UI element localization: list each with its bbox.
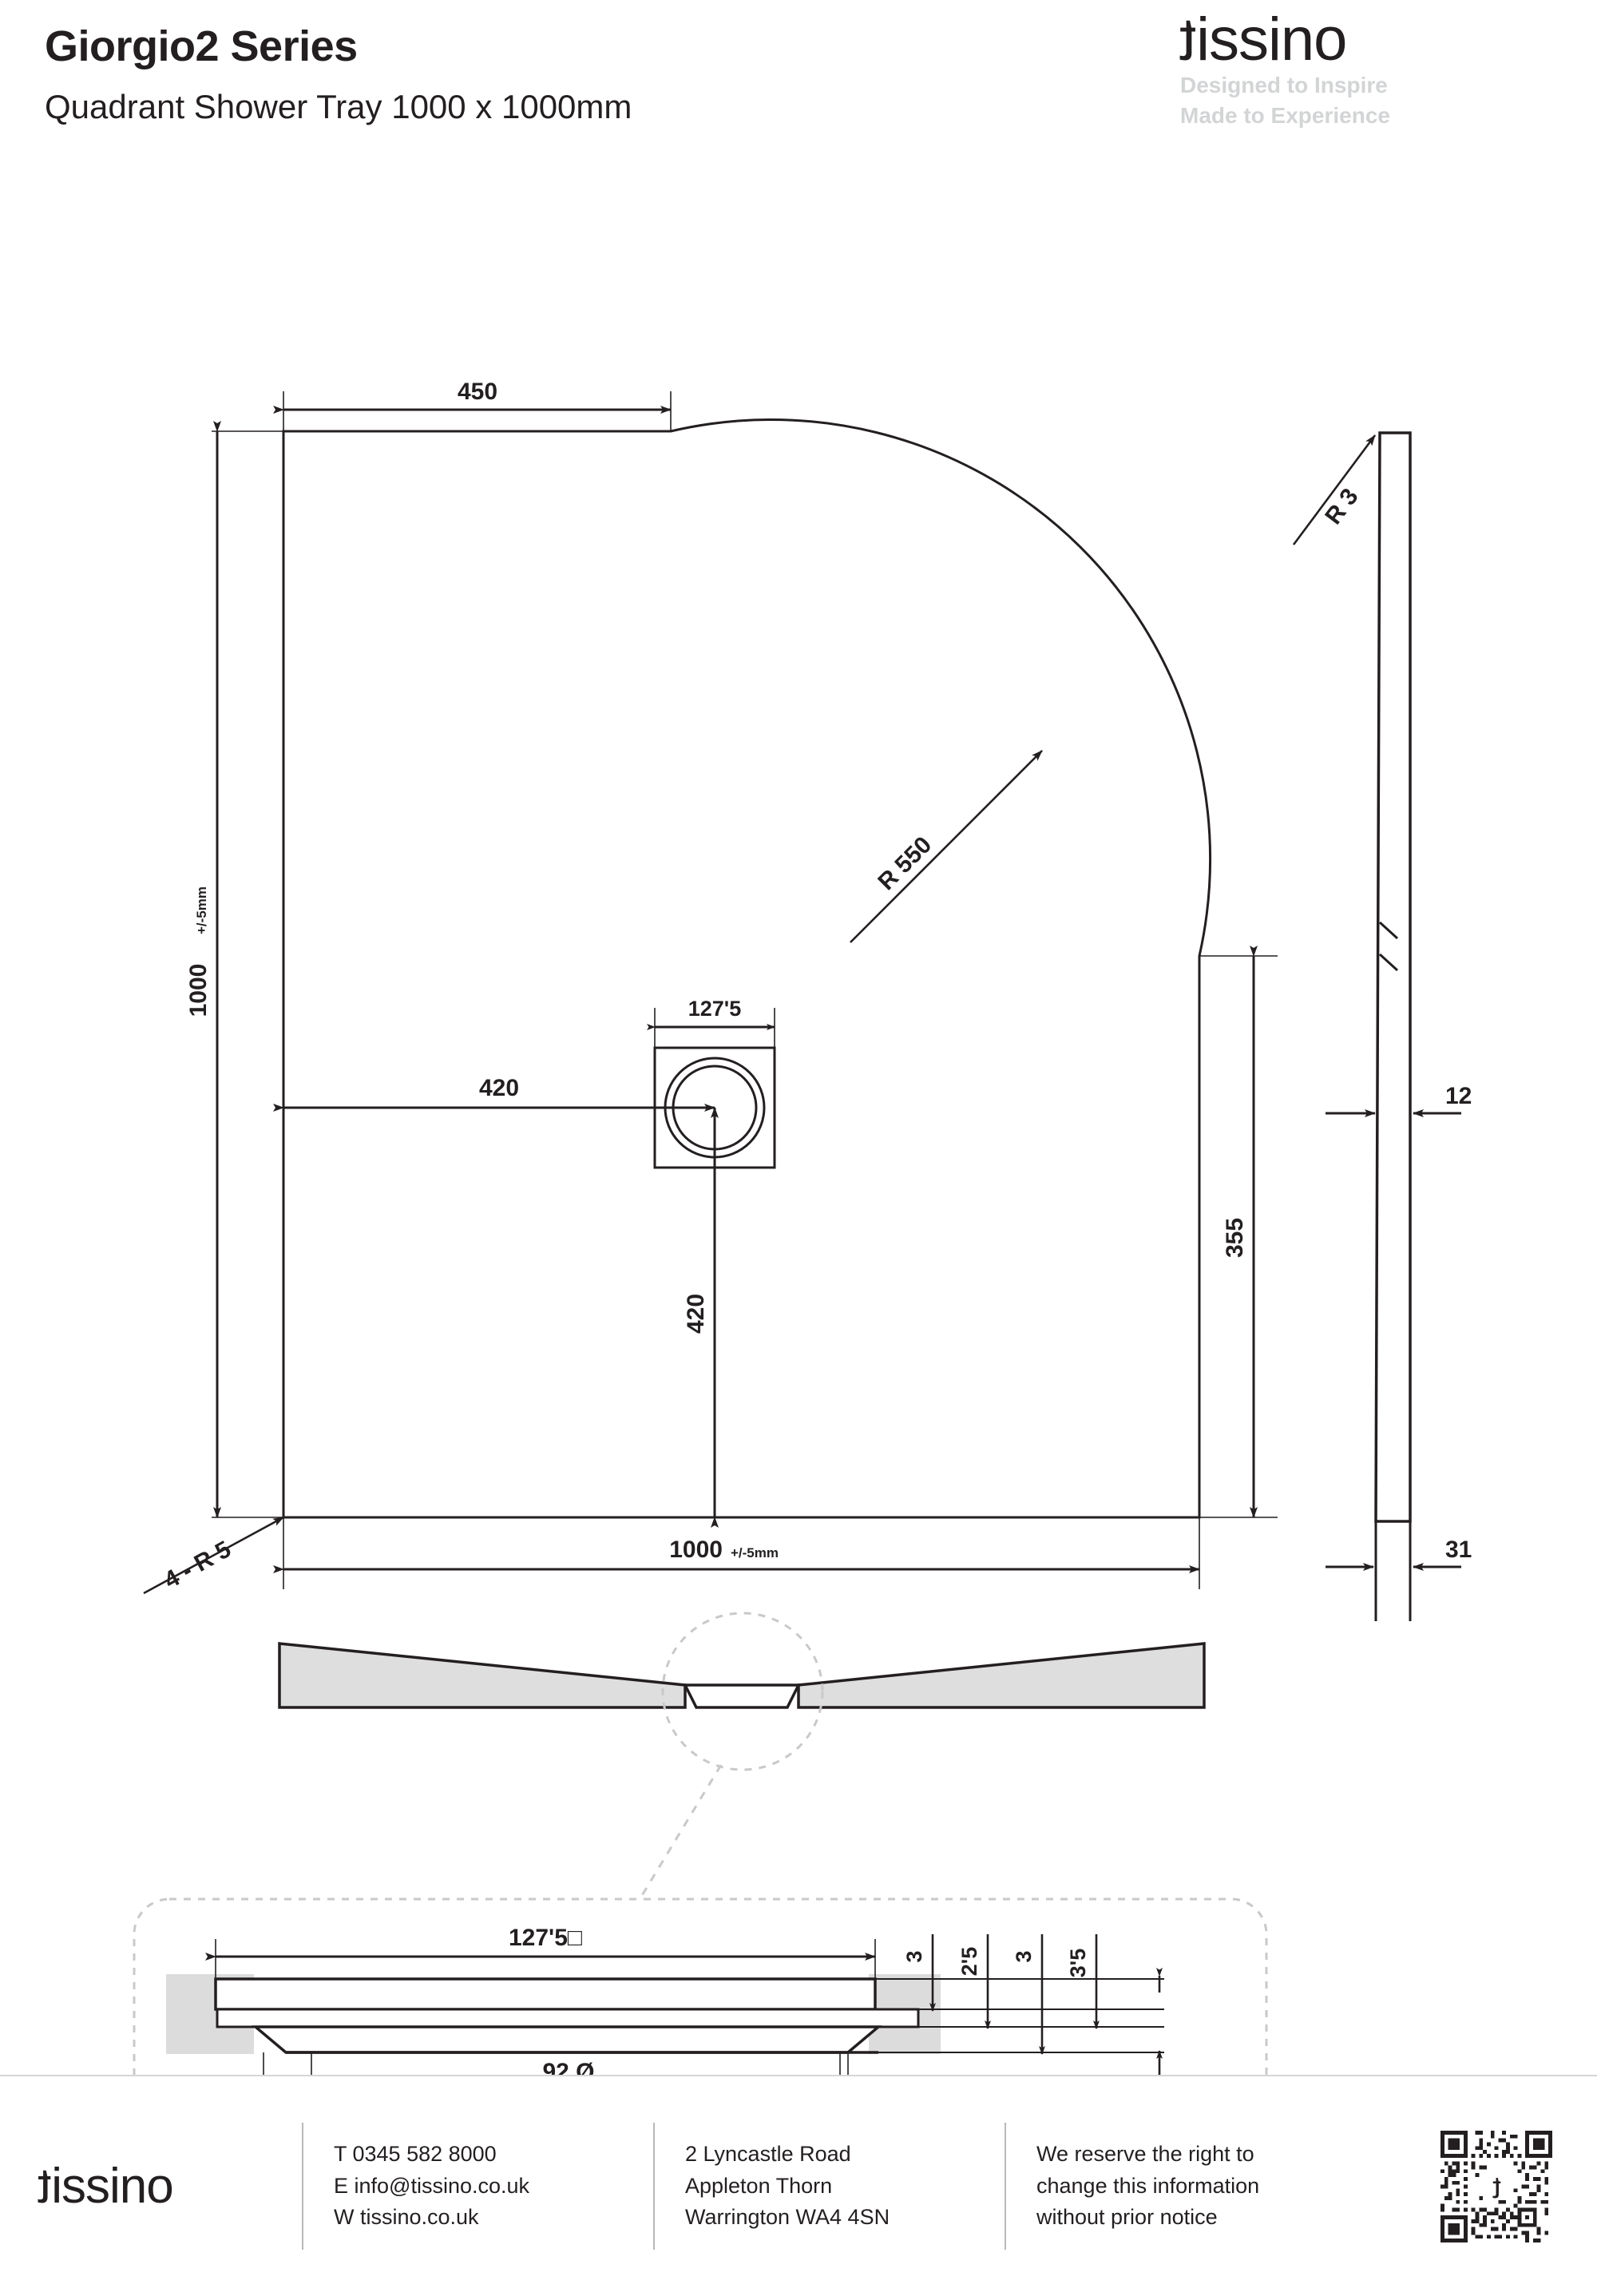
dim-31-base-label: 31 — [1445, 1537, 1472, 1563]
section-body — [1374, 431, 1412, 1523]
dim-450-label: 450 — [458, 379, 497, 405]
dim-width-1000: 1000 +/-5mm — [273, 1537, 1200, 1573]
dim-grate-127-5-label: 127'5□ — [509, 1925, 583, 1951]
footer-notice-line-2: change this information — [1036, 2173, 1260, 2198]
detail-bubble-circle — [661, 1612, 824, 1771]
profile-right-wedge — [797, 1642, 1206, 1709]
footer-contact-block: T 0345 582 8000 E info@tissino.co.uk W t… — [303, 2139, 653, 2233]
tissino-logo: tissino — [1180, 6, 1555, 73]
profile-section-view — [278, 1612, 1206, 1901]
detail-grate-plate — [214, 1977, 877, 2011]
detail-reference-lines — [875, 1978, 1164, 2053]
tagline-line-1: Designed to Inspire — [1180, 73, 1388, 97]
footer-email[interactable]: E info@tissino.co.uk — [334, 2173, 530, 2198]
dim-450: 450 — [273, 379, 672, 414]
dim-thickness-stack: 3 2'5 3 3'5 12 — [902, 1934, 1163, 2076]
plan-extension-lines — [212, 391, 1278, 1589]
footer-notice-line-3: without prior notice — [1036, 2205, 1218, 2230]
logo-flipped-t: t — [1180, 6, 1197, 73]
dim-height-1000: 1000 +/-5mm — [185, 421, 221, 1518]
tray-outline — [282, 418, 1212, 1519]
dim-12-thickness-label: 12 — [1445, 1083, 1472, 1109]
dim-grate-thickness-label: 3 — [902, 1950, 926, 1962]
section-base-extension — [1374, 1521, 1412, 1621]
tagline-line-2: Made to Experience — [1180, 102, 1390, 128]
dim-bore-92-label: 92 Ø — [542, 2059, 594, 2076]
dim-420-horizontal-label: 420 — [479, 1075, 519, 1101]
detail-view: 127'5□ 92 Ø 115'5Ø — [133, 1897, 1268, 2076]
dim-body-thickness-label: 3'5 — [1066, 1949, 1090, 1977]
dim-355-label: 355 — [1222, 1218, 1248, 1258]
dim-height-1000-label: 1000 — [185, 964, 212, 1017]
brand-block: tissino Designed to Inspire Made to Expe… — [1180, 6, 1555, 131]
page-subtitle: Quadrant Shower Tray 1000 x 1000mm — [45, 87, 632, 125]
dim-420-horizontal: 420 — [273, 1075, 715, 1112]
footer-address-block: 2 Lyncastle Road Appleton Thorn Warringt… — [655, 2139, 1005, 2233]
plan-view: 450 1000 +/-5mm 1000 +/-5mm R 550 — [143, 379, 1278, 1595]
technical-drawing: 450 1000 +/-5mm 1000 +/-5mm R 550 — [0, 200, 1597, 2076]
dim-r3-label: R 3 — [1320, 484, 1363, 529]
dim-r550-label: R 550 — [873, 831, 937, 895]
dim-waste-127-5-label: 127'5 — [688, 997, 742, 1021]
footer-divider-3 — [1005, 2123, 1006, 2250]
footer-tissino-logo: tissino — [38, 2158, 302, 2214]
footer-divider-1 — [302, 2123, 303, 2250]
dim-seal-thickness-label: 2'5 — [957, 1947, 981, 1976]
dim-bore-92: 92 Ø — [311, 2052, 849, 2076]
footer-address-line-3: Warrington WA4 4SN — [685, 2205, 890, 2230]
footer-logo-flipped-t: t — [38, 2158, 52, 2214]
title-block: Giorgio2 Series Quadrant Shower Tray 100… — [45, 24, 632, 125]
dim-31-base: 31 — [1326, 1537, 1472, 1571]
detail-bubble-leader — [637, 1764, 723, 1901]
footer-address-line-2: Appleton Thorn — [685, 2173, 833, 2198]
detail-flange — [252, 2025, 882, 2054]
dim-waste-127-5: 127'5 — [647, 997, 775, 1048]
dim-4r5: 4 - R 5 — [143, 1516, 284, 1595]
footer-website[interactable]: W tissino.co.uk — [334, 2205, 479, 2230]
profile-left-wedge — [278, 1642, 687, 1709]
dim-420-vertical-label: 420 — [683, 1294, 709, 1334]
qr-code-icon[interactable]: t — [1440, 2130, 1552, 2242]
detail-seal-ring — [216, 2008, 920, 2028]
dim-height-1000-tolerance: +/-5mm — [194, 886, 209, 934]
dim-12-thickness: 12 — [1326, 1083, 1472, 1117]
dim-width-1000-label: 1000 — [669, 1537, 723, 1563]
logo-wordmark-rest: issino — [1196, 6, 1347, 73]
dim-4r5-label: 4 - R 5 — [160, 1536, 236, 1594]
dim-flange-thickness-label: 3 — [1012, 1950, 1036, 1962]
page-footer: tissino T 0345 582 8000 E info@tissino.c… — [0, 2075, 1597, 2296]
dim-grate-127-5: 127'5□ — [205, 1925, 876, 1979]
profile-waste-recess — [683, 1683, 801, 1709]
footer-phone: T 0345 582 8000 — [334, 2142, 497, 2167]
dim-r3: R 3 — [1292, 434, 1377, 545]
footer-divider-2 — [653, 2123, 655, 2250]
footer-address-line-1: 2 Lyncastle Road — [685, 2142, 851, 2167]
dim-width-1000-tolerance: +/-5mm — [731, 1545, 779, 1560]
side-section-view: R 3 12 31 — [1292, 431, 1472, 1621]
footer-logo-rest: issino — [51, 2158, 174, 2214]
dim-420-vertical: 420 — [683, 1107, 719, 1528]
dim-r550: R 550 — [850, 750, 1043, 943]
footer-notice-block: We reserve the right to change this info… — [1006, 2139, 1388, 2233]
page-header: Giorgio2 Series Quadrant Shower Tray 100… — [0, 0, 1597, 208]
section-break-marks — [1378, 921, 1399, 972]
dim-355: 355 — [1222, 946, 1258, 1518]
qr-center-logo: t — [1492, 2171, 1501, 2205]
page-title: Giorgio2 Series — [45, 22, 358, 70]
footer-qr-wrap[interactable]: t — [1440, 2130, 1559, 2242]
footer-notice-line-1: We reserve the right to — [1036, 2142, 1254, 2167]
dim-flange-115-5: 115'5Ø — [263, 2052, 841, 2076]
